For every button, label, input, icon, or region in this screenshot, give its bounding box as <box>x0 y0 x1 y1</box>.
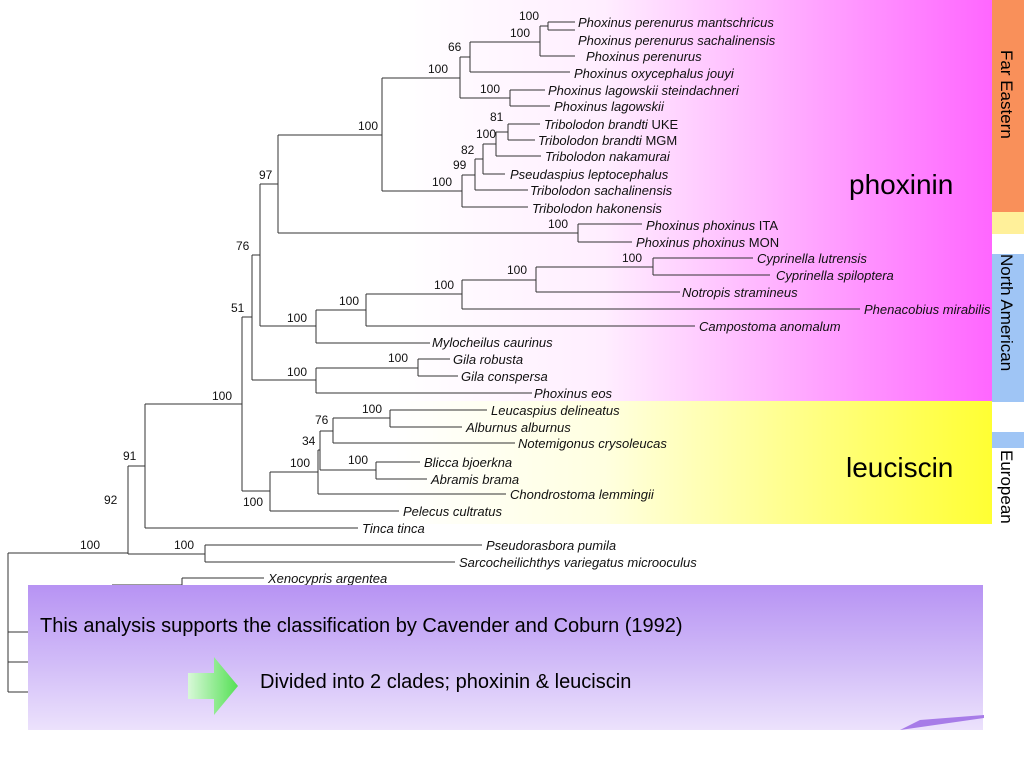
bootstrap-value: 97 <box>259 168 273 182</box>
far-eastern-label: Far Eastern <box>997 50 1016 139</box>
callout-line-2: Divided into 2 clades; phoxinin & leucis… <box>260 671 632 693</box>
species-label: Chondrostoma lemmingii <box>510 487 655 502</box>
region-gap-bar <box>992 212 1024 234</box>
bootstrap-value: 100 <box>348 453 368 467</box>
species-label: Phoxinus lagowskii steindachneri <box>548 83 740 98</box>
european-bar <box>992 432 1024 448</box>
bootstrap-value: 100 <box>80 538 100 552</box>
bootstrap-value: 34 <box>302 434 316 448</box>
bootstrap-value: 81 <box>490 110 504 124</box>
species-label: Phoxinus phoxinus MON <box>636 235 779 250</box>
species-label: Phoxinus perenurus <box>586 49 702 64</box>
bootstrap-value: 100 <box>358 119 378 133</box>
bootstrap-value: 66 <box>448 40 462 54</box>
bootstrap-value: 100 <box>476 127 496 141</box>
species-label: Mylocheilus caurinus <box>432 335 553 350</box>
leuciscin-clade-label: leuciscin <box>846 452 953 483</box>
species-label: Notropis stramineus <box>682 285 798 300</box>
species-label: Gila conspersa <box>461 369 548 384</box>
bootstrap-value: 100 <box>428 62 448 76</box>
species-labels: Phoxinus perenurus mantschricus Phoxinus… <box>267 15 991 586</box>
species-label: Phoxinus eos <box>534 386 613 401</box>
bootstrap-value: 100 <box>432 175 452 189</box>
species-label: Gila robusta <box>453 352 523 367</box>
species-label: Tribolodon sachalinensis <box>530 183 673 198</box>
bootstrap-value: 100 <box>287 365 307 379</box>
species-label: Tribolodon hakonensis <box>532 201 662 216</box>
species-label: Notemigonus crysoleucas <box>518 436 667 451</box>
bootstrap-value: 100 <box>507 263 527 277</box>
phoxinin-clade-label: phoxinin <box>849 169 953 200</box>
tree-branches <box>7 21 860 693</box>
right-arrow-icon <box>188 657 238 715</box>
species-label: Alburnus alburnus <box>465 420 571 435</box>
species-label: Pelecus cultratus <box>403 504 502 519</box>
species-label: Phoxinus oxycephalus jouyi <box>574 66 735 81</box>
leuciscin-band <box>395 401 992 524</box>
bootstrap-value: 100 <box>243 495 263 509</box>
species-label: Pseudaspius leptocephalus <box>510 167 669 182</box>
bootstrap-value: 91 <box>123 449 137 463</box>
bootstrap-value: 100 <box>548 217 568 231</box>
species-label: Tribolodon nakamurai <box>545 149 671 164</box>
species-label: Phoxinus perenurus sachalinensis <box>578 33 776 48</box>
summary-callout: This analysis supports the classificatio… <box>28 585 983 730</box>
bootstrap-value: 82 <box>461 143 475 157</box>
bootstrap-values: 100 100 66 100 100 100 81 100 82 99 100 … <box>80 9 642 552</box>
bootstrap-value: 100 <box>362 402 382 416</box>
bootstrap-value: 100 <box>212 389 232 403</box>
bootstrap-value: 100 <box>339 294 359 308</box>
species-label: Tribolodon brandti MGM <box>538 133 677 148</box>
bootstrap-value: 76 <box>236 239 250 253</box>
bootstrap-value: 92 <box>104 493 118 507</box>
phoxinin-band <box>395 0 992 401</box>
bootstrap-value: 100 <box>480 82 500 96</box>
bootstrap-value: 51 <box>231 301 245 315</box>
bootstrap-value: 100 <box>510 26 530 40</box>
species-label: Xenocypris argentea <box>267 571 387 586</box>
species-label: Tinca tinca <box>362 521 425 536</box>
bootstrap-value: 76 <box>315 413 329 427</box>
bootstrap-value: 100 <box>434 278 454 292</box>
species-label: Cyprinella lutrensis <box>757 251 867 266</box>
species-label: Tribolodon brandti UKE <box>544 117 679 132</box>
north-american-label: North American <box>997 254 1016 371</box>
bootstrap-value: 100 <box>388 351 408 365</box>
bootstrap-value: 100 <box>519 9 539 23</box>
european-label: European <box>997 450 1016 524</box>
species-label: Phenacobius mirabilis <box>864 302 991 317</box>
callout-line-1: This analysis supports the classificatio… <box>40 615 683 637</box>
far-eastern-bar <box>992 0 1024 212</box>
species-label: Phoxinus perenurus mantschricus <box>578 15 774 30</box>
species-label: Phoxinus phoxinus ITA <box>646 218 778 233</box>
species-label: Phoxinus lagowskii <box>554 99 665 114</box>
species-label: Blicca bjoerkna <box>424 455 512 470</box>
species-label: Campostoma anomalum <box>699 319 841 334</box>
bootstrap-value: 99 <box>453 158 467 172</box>
species-label: Pseudorasbora pumila <box>486 538 616 553</box>
species-label: Cyprinella spiloptera <box>776 268 894 283</box>
species-label: Leucaspius delineatus <box>491 403 620 418</box>
species-label: Sarcocheilichthys variegatus microoculus <box>459 555 697 570</box>
species-label: Abramis brama <box>430 472 519 487</box>
bootstrap-value: 100 <box>287 311 307 325</box>
bootstrap-value: 100 <box>174 538 194 552</box>
north-american-bar <box>992 254 1024 402</box>
bootstrap-value: 100 <box>622 251 642 265</box>
page-curl-decoration <box>900 715 984 730</box>
bootstrap-value: 100 <box>290 456 310 470</box>
